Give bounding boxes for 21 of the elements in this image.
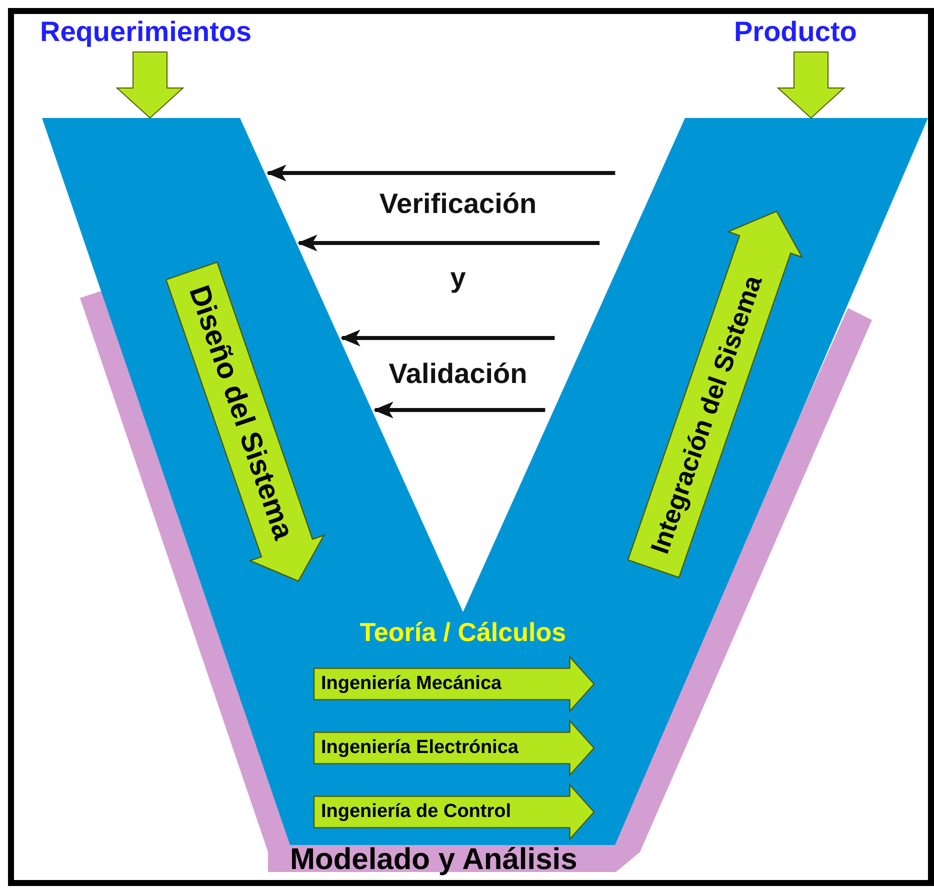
process-label: Verificación — [379, 188, 537, 220]
discipline-banner — [313, 656, 595, 712]
arrow — [373, 402, 545, 418]
discipline-banner — [313, 784, 595, 840]
arrow — [266, 164, 615, 182]
block-arrow — [116, 52, 184, 119]
section-heading: Teoría / Cálculos — [360, 617, 566, 648]
arrow-label: Diseño del Sistema — [182, 282, 300, 544]
input-label: Producto — [734, 16, 857, 48]
arrow-label: Ingeniería Electrónica — [321, 737, 518, 759]
arrow-label: Ingeniería de Control — [321, 801, 512, 823]
arrow-label: Ingeniería Mecánica — [321, 673, 502, 695]
process-label: y — [450, 262, 466, 294]
input-label: Requerimientos — [40, 16, 252, 48]
arrow — [340, 330, 555, 346]
arrow — [298, 234, 600, 252]
process-label: Validación — [388, 358, 528, 390]
v-shape — [42, 118, 928, 845]
band-label: Modelado y Análisis — [290, 843, 578, 877]
discipline-banner — [313, 720, 595, 776]
block-arrow — [776, 52, 846, 119]
